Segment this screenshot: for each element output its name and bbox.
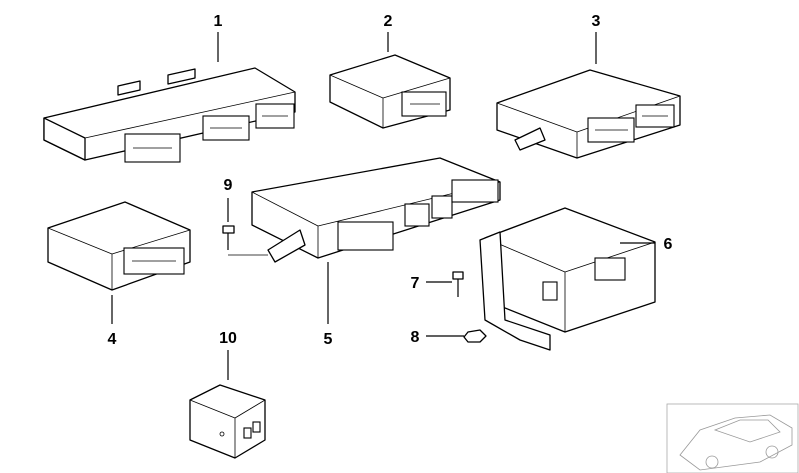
callout-1[interactable]: 1 xyxy=(214,13,223,30)
leader-lines xyxy=(111,32,655,380)
part-10-relay[interactable] xyxy=(189,384,266,459)
part-6-bracket-module[interactable] xyxy=(479,207,656,351)
part-3-control-module[interactable] xyxy=(496,69,681,159)
part-5-control-module[interactable] xyxy=(251,157,501,263)
part-2-control-module[interactable] xyxy=(329,54,451,129)
part-8-nut[interactable] xyxy=(463,329,487,343)
callout-6[interactable]: 6 xyxy=(664,236,673,253)
callout-4[interactable]: 4 xyxy=(108,331,117,348)
callout-8[interactable]: 8 xyxy=(411,329,420,346)
callout-5[interactable]: 5 xyxy=(324,331,333,348)
callout-7[interactable]: 7 xyxy=(411,275,420,292)
callout-3[interactable]: 3 xyxy=(592,13,601,30)
part-4-control-module[interactable] xyxy=(47,201,191,291)
part-9-screw[interactable] xyxy=(222,225,268,256)
part-1-control-module[interactable] xyxy=(43,67,296,163)
vehicle-thumbnail xyxy=(666,403,799,473)
callout-10[interactable]: 10 xyxy=(219,330,237,347)
part-7-screw[interactable] xyxy=(452,271,464,297)
callout-2[interactable]: 2 xyxy=(384,13,393,30)
callout-9[interactable]: 9 xyxy=(224,177,233,194)
